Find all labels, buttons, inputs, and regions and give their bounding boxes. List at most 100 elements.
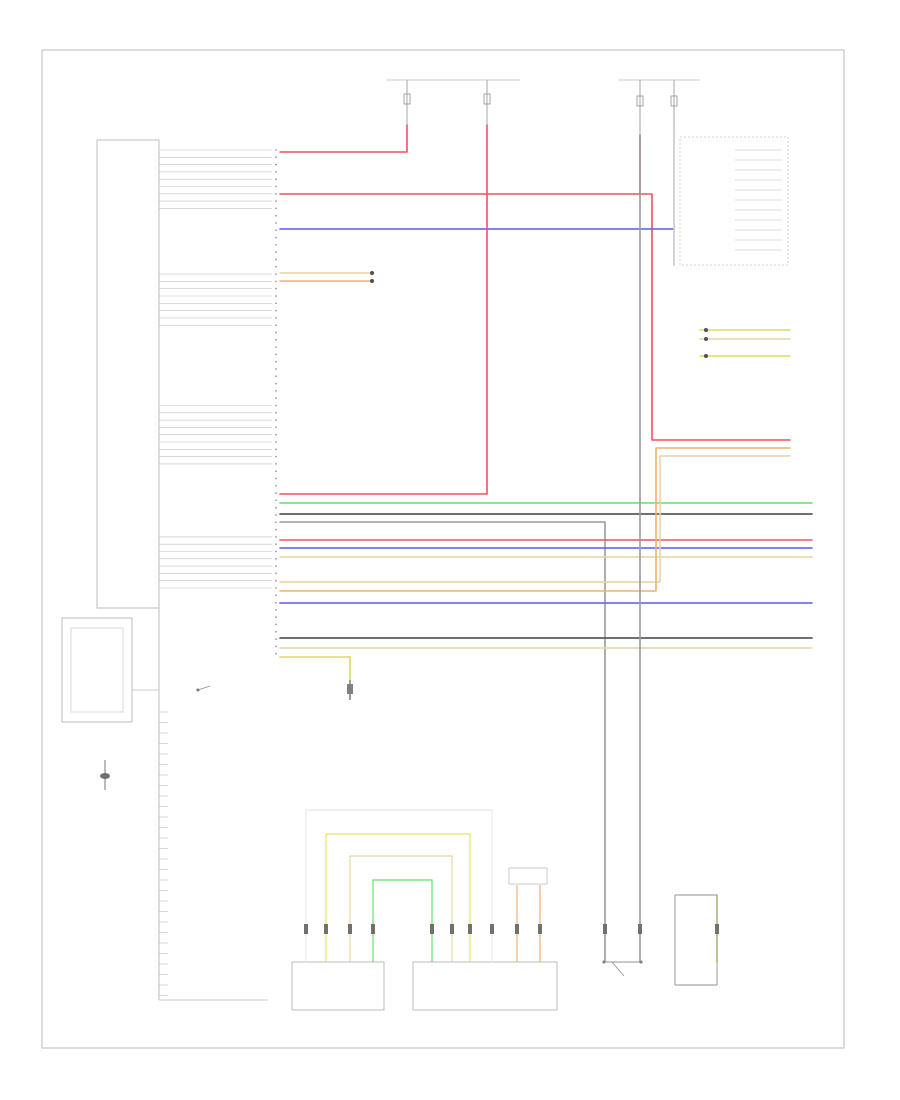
connector-marker: [715, 924, 719, 934]
connector-pin: [275, 390, 277, 392]
connector-pin: [275, 470, 277, 473]
connector-marker: [515, 924, 519, 934]
connector-pin: [275, 222, 277, 224]
wire-red-fuse-center-2: [279, 124, 488, 495]
connector-pin: [275, 477, 277, 480]
connector-pin: [275, 346, 277, 348]
connector-pin: [275, 441, 277, 443]
connector-pin: [275, 185, 277, 188]
wire-junction-dot: [704, 337, 708, 341]
connector-marker: [603, 924, 607, 934]
connector-pin: [275, 178, 277, 181]
connector-pin: [275, 265, 277, 268]
connector-pin: [275, 419, 277, 421]
connector-pin: [275, 324, 277, 327]
connector-pin: [275, 258, 277, 261]
wires: [279, 124, 813, 963]
connector-pin: [275, 171, 277, 173]
connector-pin: [275, 273, 277, 275]
connector-pin: [275, 287, 277, 290]
connector-marker: [468, 924, 472, 934]
connector-marker: [538, 924, 542, 934]
diagram-frame: [41, 49, 845, 1049]
wire-orange-right-module: [279, 447, 791, 592]
connector-pin: [275, 579, 277, 582]
connector-pin: [275, 295, 277, 297]
wire-yellow-ground: [279, 656, 351, 681]
connector-pin: [275, 426, 277, 429]
connector-pin: [275, 652, 277, 655]
fuse-center-2: [483, 80, 491, 125]
connector-pin: [275, 280, 277, 283]
wire-junction-dot: [370, 271, 374, 275]
bottom-right-loop: [674, 894, 718, 986]
connector-pin: [275, 630, 277, 633]
connector-pin: [275, 368, 277, 370]
ground-icon: [347, 680, 353, 700]
connector-marker: [638, 924, 642, 934]
connector-pin: [275, 609, 277, 611]
connector-pin: [275, 192, 277, 195]
connector-pin: [275, 499, 277, 502]
connector-pin: [275, 484, 277, 487]
connector-pin: [275, 207, 277, 210]
connector-pin: [275, 543, 277, 546]
wire-red-right-module: [639, 193, 791, 441]
connector-pin: [275, 514, 277, 516]
right-submodule-pins: [735, 149, 782, 251]
connector-pin: [275, 214, 277, 217]
right-submodule: [679, 136, 789, 266]
harness-upper: [159, 149, 272, 589]
lower-pin-list: [159, 711, 168, 996]
connector-marker: [490, 924, 494, 934]
connector-pin: [275, 411, 277, 414]
fuse-center-1: [403, 80, 411, 125]
connector-pin: [275, 506, 277, 509]
connector-pin: [275, 244, 277, 246]
connector-pin: [275, 353, 277, 356]
connector-pin: [275, 536, 277, 538]
connector-pin: [275, 404, 277, 407]
connector-pin: [275, 156, 277, 159]
connector-pin: [275, 200, 277, 203]
switch-arm: [197, 685, 211, 691]
sensor-box: [61, 617, 133, 723]
wire-tan-right-module: [279, 455, 791, 583]
connector-pin: [275, 331, 277, 334]
connector-pin: [275, 433, 277, 436]
connector-pin: [275, 397, 277, 400]
connector-pin: [275, 521, 277, 524]
control-module-housing: [96, 139, 160, 609]
connector-marker: [324, 924, 328, 934]
connector-marker: [348, 924, 352, 934]
bottom-right-switch: [602, 960, 643, 977]
connector-pin: [275, 616, 277, 619]
wire-gray-to-switch: [279, 521, 606, 963]
connector-pin: [275, 645, 277, 648]
connector-pin: [275, 492, 277, 494]
connector-pin: [275, 550, 277, 553]
sensor-box-inner: [70, 627, 124, 713]
bottom-nested-harness: [305, 809, 493, 962]
connector-pin: [275, 623, 277, 626]
connector-pin: [275, 601, 277, 604]
connector-pin: [275, 309, 277, 312]
connector-pin: [275, 594, 277, 597]
connector-pin: [275, 448, 277, 451]
bottom-left-module: [291, 961, 385, 1011]
connector-pin: [275, 528, 277, 531]
connector-pin: [275, 229, 277, 232]
connector-pin: [275, 251, 277, 254]
wire-junction-dot: [704, 354, 708, 358]
connector-pin: [275, 557, 277, 560]
connector-pin: [275, 338, 277, 341]
wire-red-fuse-center: [279, 124, 408, 153]
connector-pin: [275, 360, 277, 363]
connector-pin: [275, 587, 277, 589]
wire-junction-dot: [370, 279, 374, 283]
connector-pin: [275, 163, 277, 166]
bottom-mid-module: [412, 961, 558, 1011]
connector-pin: [275, 455, 277, 458]
connector-pin: [275, 572, 277, 575]
